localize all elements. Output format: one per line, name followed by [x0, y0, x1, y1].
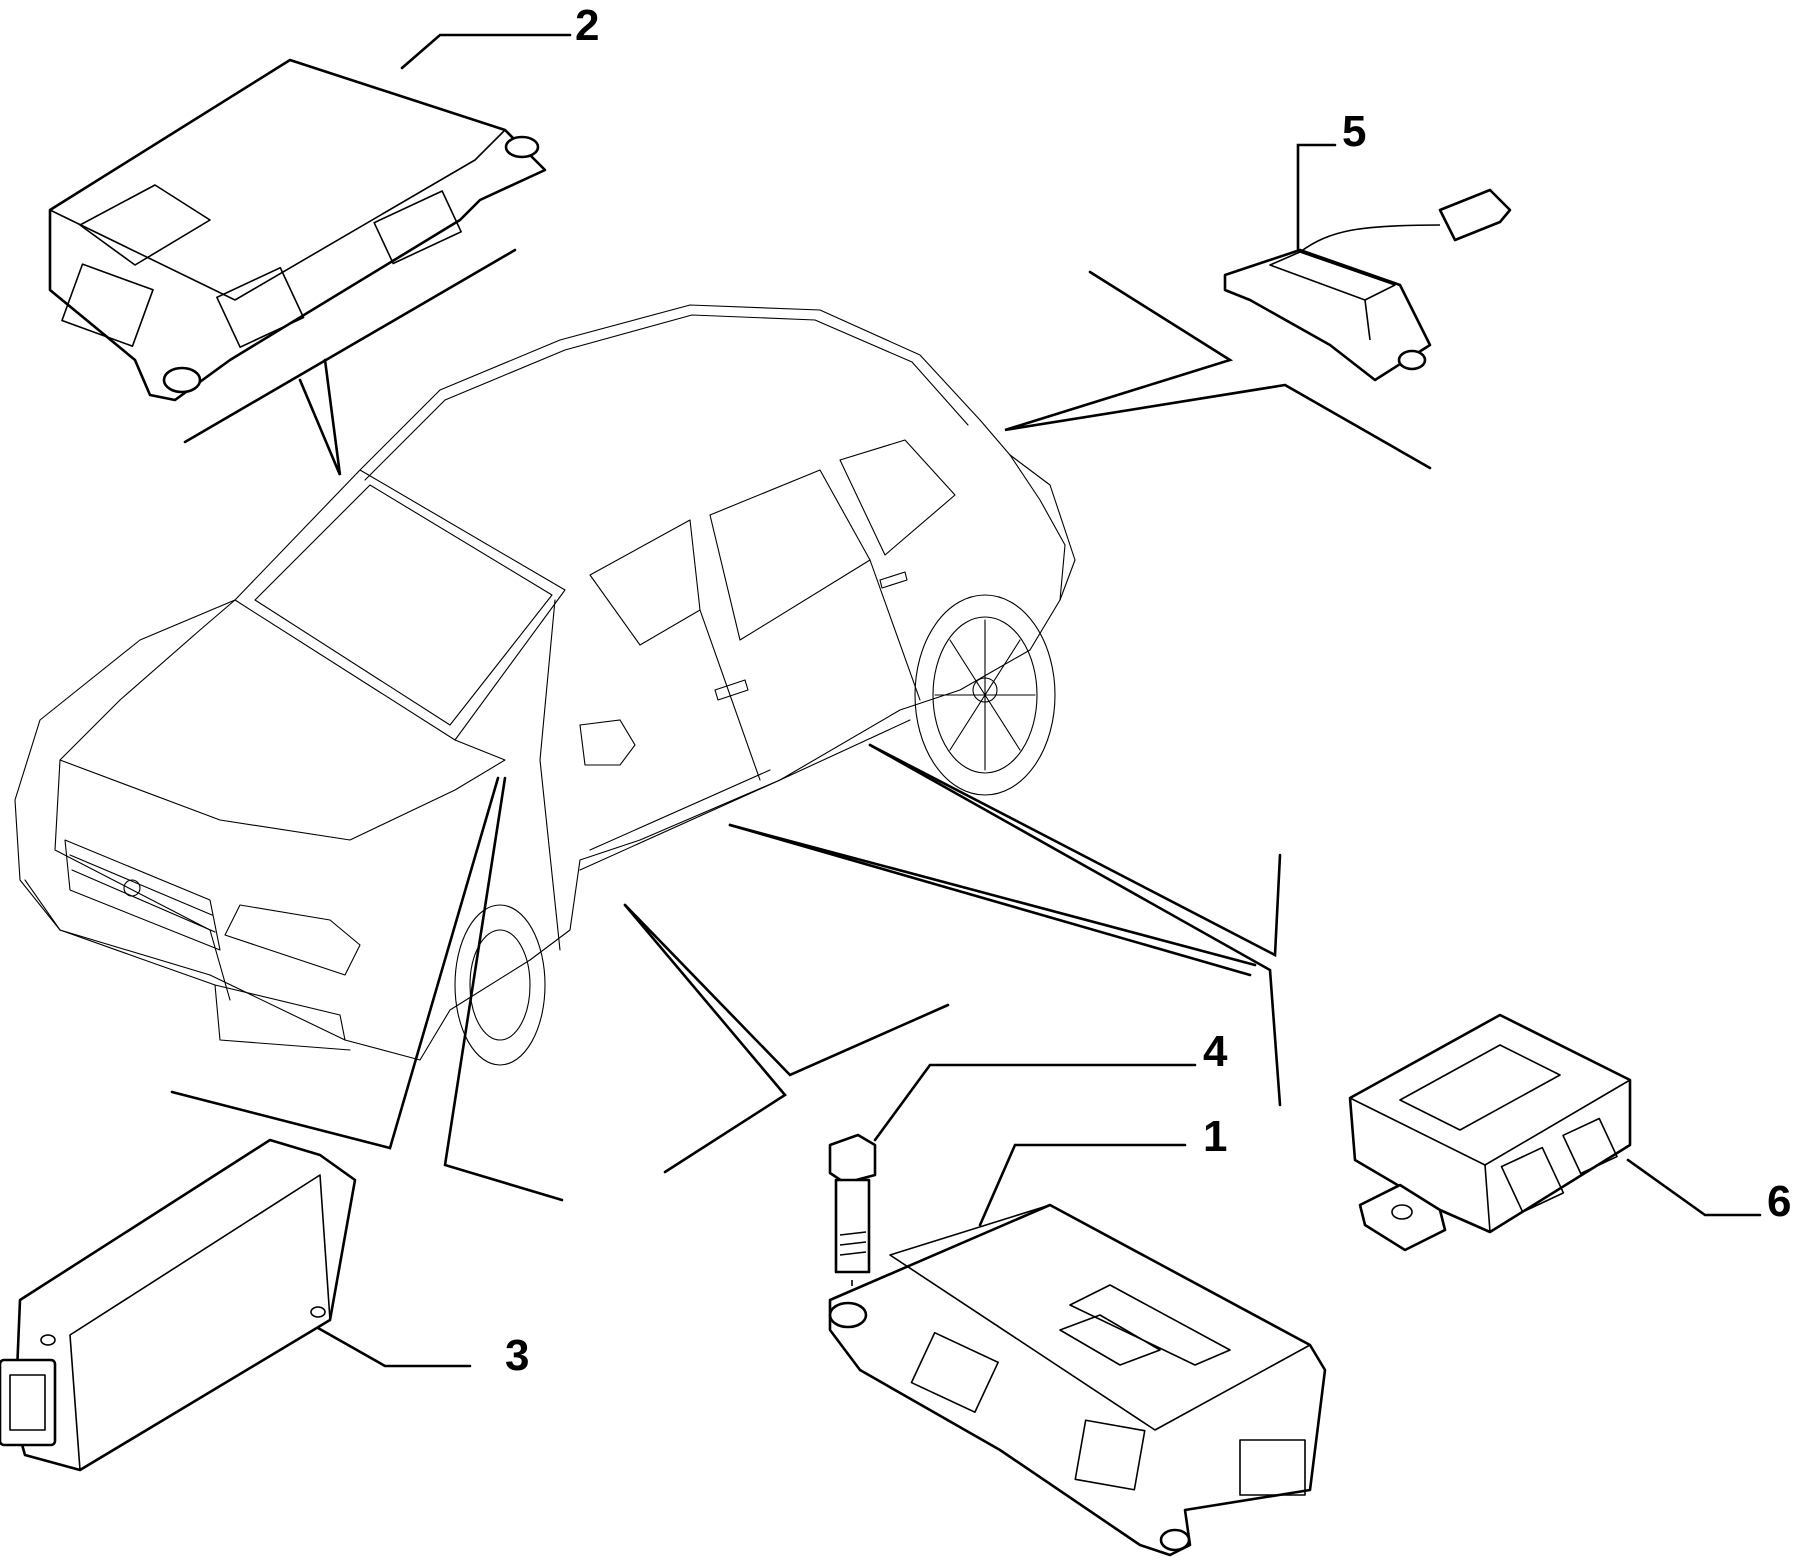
part-4-bolt [828, 1133, 877, 1320]
part-3-module [0, 1138, 357, 1472]
car-illustration [14, 304, 1076, 1066]
part-3-leader [316, 1326, 472, 1368]
callout-2: 2 [575, 1, 599, 50]
callout-1: 1 [1203, 1112, 1227, 1161]
callout-3: 3 [505, 1331, 529, 1380]
part-1-control-unit [828, 1203, 1327, 1557]
part-2-leader [400, 33, 572, 70]
callout-6: 6 [1767, 1177, 1791, 1226]
part-6-control-box [1348, 1013, 1632, 1252]
part-5-sensor [1223, 188, 1512, 382]
callout-4: 4 [1203, 1027, 1228, 1076]
part-4-leader [873, 1063, 1197, 1142]
part-5-leader [1296, 143, 1337, 252]
part-6-leader [1626, 1158, 1762, 1217]
part-2-control-unit [48, 58, 547, 402]
callout-5: 5 [1342, 107, 1366, 156]
leader-lines [170, 248, 1432, 1202]
part-1-leader [978, 1143, 1187, 1227]
